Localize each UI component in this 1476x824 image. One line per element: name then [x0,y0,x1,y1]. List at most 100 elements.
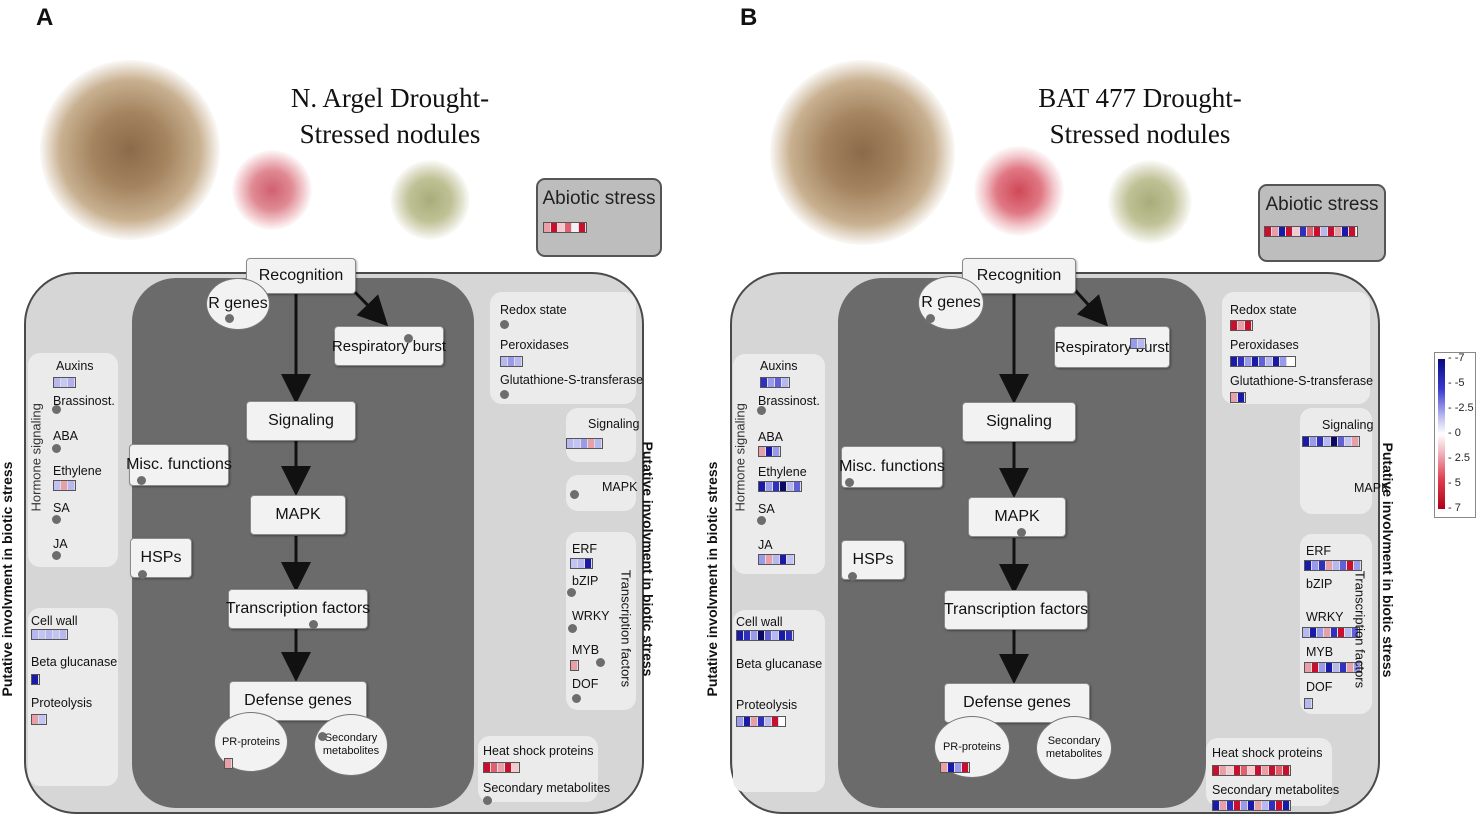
heatmap-cell [773,555,780,564]
peroxidases-label: Peroxidases [1230,338,1299,352]
respiratory-burst-node: Respiratory burst [1054,326,1170,368]
heatmap-cell [60,630,67,639]
signaling-node: Signaling [962,402,1076,442]
ja-heatmap [758,554,795,565]
secondary-side-dot [483,796,492,805]
hormone-box [733,354,825,574]
heat-shock-label: Heat shock proteins [1212,746,1323,760]
hormone-signaling-label: Hormone signaling [732,403,748,512]
aba-heatmap [758,446,781,457]
heatmap-cell [1328,227,1335,236]
heatmap-cell [1241,801,1248,810]
wrky-label: WRKY [1306,610,1344,624]
heatmap-cell [1227,801,1234,810]
heatmap-cell [1345,437,1352,446]
title-line-1: BAT 477 Drought- [1038,83,1242,113]
proteolysis-heatmap [736,716,786,727]
heatmap-cell [32,715,39,724]
sa-dot [52,515,61,524]
heatmap-cell [1238,357,1245,366]
heatmap-cell [1227,766,1234,775]
proteolysis-label: Proteolysis [736,698,798,712]
heatmap-cell [773,482,780,491]
legend-tick-label: - 5 [1448,477,1461,489]
heatmap-cell [501,357,508,366]
heatmap-cell [1305,663,1312,672]
wrky-label: WRKY [572,609,610,623]
heatmap-cell [1138,339,1145,348]
heatmap-cell [46,630,53,639]
hormone-box [28,353,118,567]
heatmap-cell [551,223,558,232]
title-line-2: Stressed nodules [299,119,481,149]
secondary-metabolites-side-label: Secondary metabolites [1212,783,1340,797]
green-nodule-photo [390,160,470,240]
heatmap-cell [68,481,75,490]
nodule-cluster-photo [770,60,955,245]
brassinost-dot [757,406,766,415]
heatmap-cell [744,631,751,640]
erf-heatmap [570,558,593,569]
heatmap-cell [32,675,39,684]
heatmap-cell [558,223,565,232]
redox-state-label: Redox state [1230,303,1297,317]
heatmap-cell [782,378,789,387]
heatmap-cell [1331,628,1338,637]
redox-dot [500,320,509,329]
bzip-label: bZIP [572,574,599,588]
signaling-side-heatmap [1302,436,1360,447]
heatmap-cell [1220,766,1227,775]
left-side-caption: Putative involvment in biotic stress [704,461,720,697]
dof-label: DOF [572,677,599,691]
panel-title: N. Argel Drought- Stressed nodules [250,80,530,152]
heatmap-cell [751,717,758,726]
myb-label: MYB [572,643,600,657]
respiratory-dot [404,334,413,343]
heatmap-cell [948,763,955,772]
mapk-node: MAPK [250,495,346,535]
glutathione-label: Glutathione-S-transferase [1230,374,1374,388]
heatmap-cell [1300,227,1307,236]
redox-state-label: Redox state [500,303,567,317]
legend-tick-label: - -2.5 [1448,402,1474,414]
heat-shock-heatmap [1212,765,1291,776]
color-scale-legend: - -7- -5- -2.5- 0- 2.5- 5- 7 [1434,352,1476,518]
signaling-side-label: Signaling [1322,418,1374,432]
heatmap-cell [544,223,551,232]
heatmap-cell [759,555,766,564]
heatmap-cell [1303,437,1310,446]
abiotic-heatmap [543,222,587,233]
heatmap-cell [1131,339,1138,348]
signaling-node: Signaling [246,401,356,441]
myb-dot [596,658,605,667]
ethylene-label: Ethylene [758,465,807,479]
heatmap-cell [512,763,519,772]
heatmap-cell [1273,357,1280,366]
legend-tick-label: - 7 [1448,502,1461,514]
heatmap-cell [765,631,772,640]
title-line-2: Stressed nodules [1049,119,1231,149]
heatmap-cell [1333,663,1340,672]
heatmap-cell [1255,766,1262,775]
green-nodule-photo [1108,160,1192,244]
heatmap-cell [1276,801,1283,810]
ethylene-heatmap [53,480,76,491]
cell-wall-label: Cell wall [31,614,78,628]
proteolysis-heatmap [31,714,47,725]
heatmap-cell [39,630,46,639]
sa-dot [757,516,766,525]
heatmap-cell [1283,766,1290,775]
heatmap-cell [766,555,773,564]
heatmap-cell [1252,357,1259,366]
heatmap-cell [1269,766,1276,775]
sa-label: SA [758,502,775,516]
heatmap-cell [1324,628,1331,637]
mapk-side-label: MAPK [1354,481,1390,495]
beta-glucanase-label: Beta glucanase [736,657,823,671]
panel-letter: A [36,4,54,31]
hsps-dot [138,570,147,579]
heatmap-cell [1234,801,1241,810]
heatmap-cell [759,447,766,456]
ja-label: JA [53,537,68,551]
heatmap-cell [1245,321,1252,330]
